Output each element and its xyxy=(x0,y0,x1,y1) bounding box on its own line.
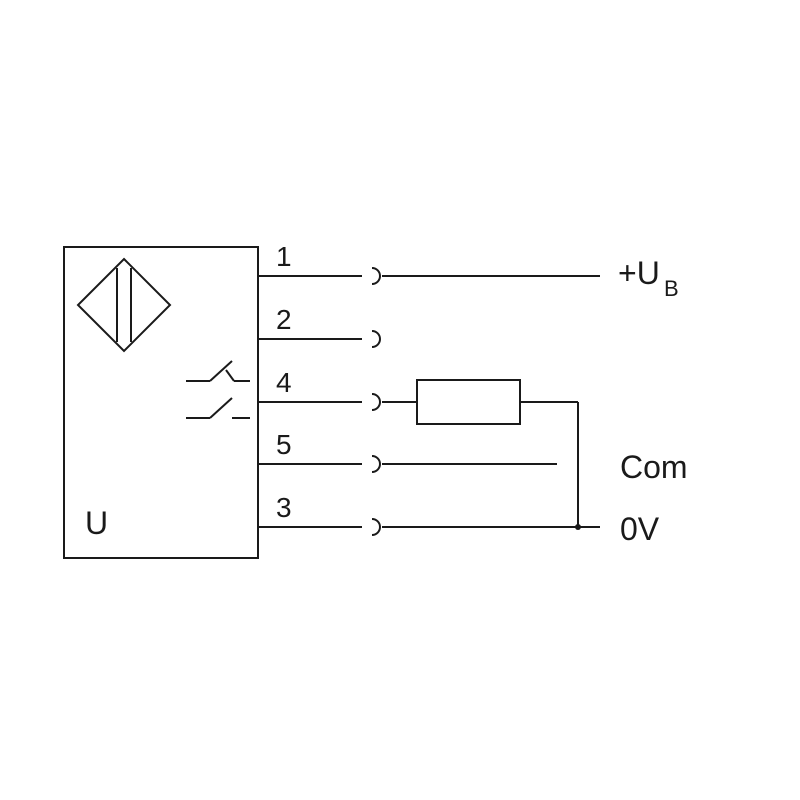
pin-4-wire xyxy=(258,393,579,527)
inductive-sensor-icon xyxy=(76,257,172,353)
svg-text:+U: +U xyxy=(618,255,660,291)
pin-3-wire xyxy=(258,518,600,536)
pin-4-number: 4 xyxy=(276,367,292,398)
svg-text:B: B xyxy=(664,276,679,301)
pin-2-wire xyxy=(258,330,381,348)
pin-1-number: 1 xyxy=(276,241,292,272)
resistor-load-icon xyxy=(416,379,521,425)
pin-5-wire xyxy=(258,455,557,473)
junction-dot xyxy=(575,524,581,530)
terminal-com-label: Com xyxy=(620,449,688,485)
terminal-supply-label: +U B xyxy=(618,255,679,301)
sensor-label: U xyxy=(85,505,108,541)
pin-5-number: 5 xyxy=(276,429,292,460)
pin-3-number: 3 xyxy=(276,492,292,523)
changeover-contact-icon xyxy=(186,360,250,419)
terminal-ground-label: 0V xyxy=(620,511,660,547)
pin-1-wire xyxy=(258,267,600,285)
pin-2-number: 2 xyxy=(276,304,292,335)
